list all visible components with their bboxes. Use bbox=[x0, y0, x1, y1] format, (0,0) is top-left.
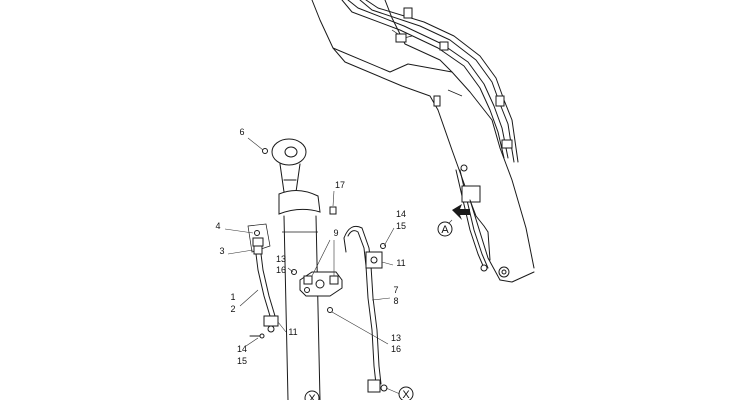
callout-c3: 3 bbox=[219, 246, 224, 256]
callout-c2: 2 bbox=[230, 304, 235, 314]
callout-c4: 4 bbox=[215, 221, 220, 231]
callout-c15b: 15 bbox=[237, 356, 247, 366]
callout-c13b: 13 bbox=[391, 333, 401, 343]
boom-arm bbox=[311, 0, 535, 283]
steel-pipe bbox=[343, 225, 388, 393]
leader-lines bbox=[224, 137, 401, 395]
bolts bbox=[262, 148, 386, 293]
callout-c16a: 16 bbox=[276, 265, 286, 275]
callout-c17: 17 bbox=[335, 180, 345, 190]
marker-a: A bbox=[437, 221, 453, 237]
marker-x-right-letter: X bbox=[402, 389, 410, 400]
callout-c13a: 13 bbox=[276, 254, 286, 264]
callout-c8: 8 bbox=[393, 296, 398, 306]
callout-c11a: 11 bbox=[396, 258, 405, 268]
callout-c6: 6 bbox=[239, 127, 244, 137]
left-hose-assembly bbox=[249, 230, 279, 339]
callout-c15a: 15 bbox=[396, 221, 406, 231]
callout-c11b: 11 bbox=[288, 327, 297, 337]
callout-c7: 7 bbox=[393, 285, 398, 295]
callout-c1: 1 bbox=[230, 292, 235, 302]
callout-c16b: 16 bbox=[391, 344, 401, 354]
view-markers: A X X bbox=[304, 221, 453, 400]
boom-hydraulic-lines bbox=[341, 0, 519, 272]
view-a-arrow bbox=[447, 204, 470, 225]
marker-x-left-letter: X bbox=[308, 393, 316, 400]
pipe-clamp bbox=[291, 269, 343, 313]
callout-c9: 9 bbox=[333, 228, 338, 238]
marker-x-left: X bbox=[304, 390, 320, 400]
hydraulic-cylinder bbox=[247, 138, 321, 400]
marker-a-letter: A bbox=[441, 224, 449, 236]
callout-c14a: 14 bbox=[396, 209, 406, 219]
marker-x-right: X bbox=[398, 386, 414, 400]
callout-c14b: 14 bbox=[237, 344, 247, 354]
